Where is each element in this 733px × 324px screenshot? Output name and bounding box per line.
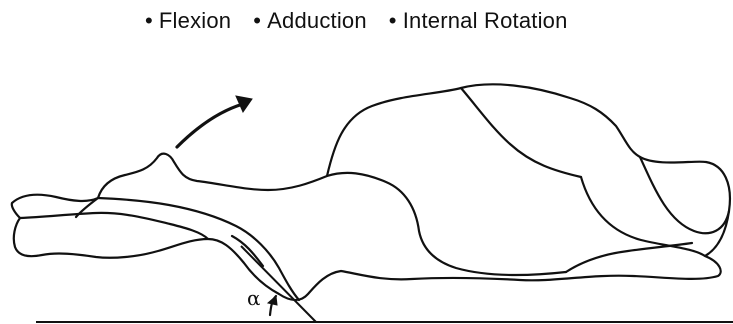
lower-leg-contour: [20, 213, 208, 239]
thigh-buttock-contour: [327, 173, 566, 275]
patient-outline: [12, 84, 730, 300]
angle-alpha-label: α: [247, 286, 261, 310]
flexion-arrow-icon: [177, 104, 243, 147]
angle-reference-line: [241, 246, 316, 322]
upper-leg-contour: [98, 198, 299, 300]
head-contour: [640, 157, 729, 233]
shoulder-contour: [461, 88, 581, 177]
angle-arrowhead-icon: [268, 296, 277, 305]
